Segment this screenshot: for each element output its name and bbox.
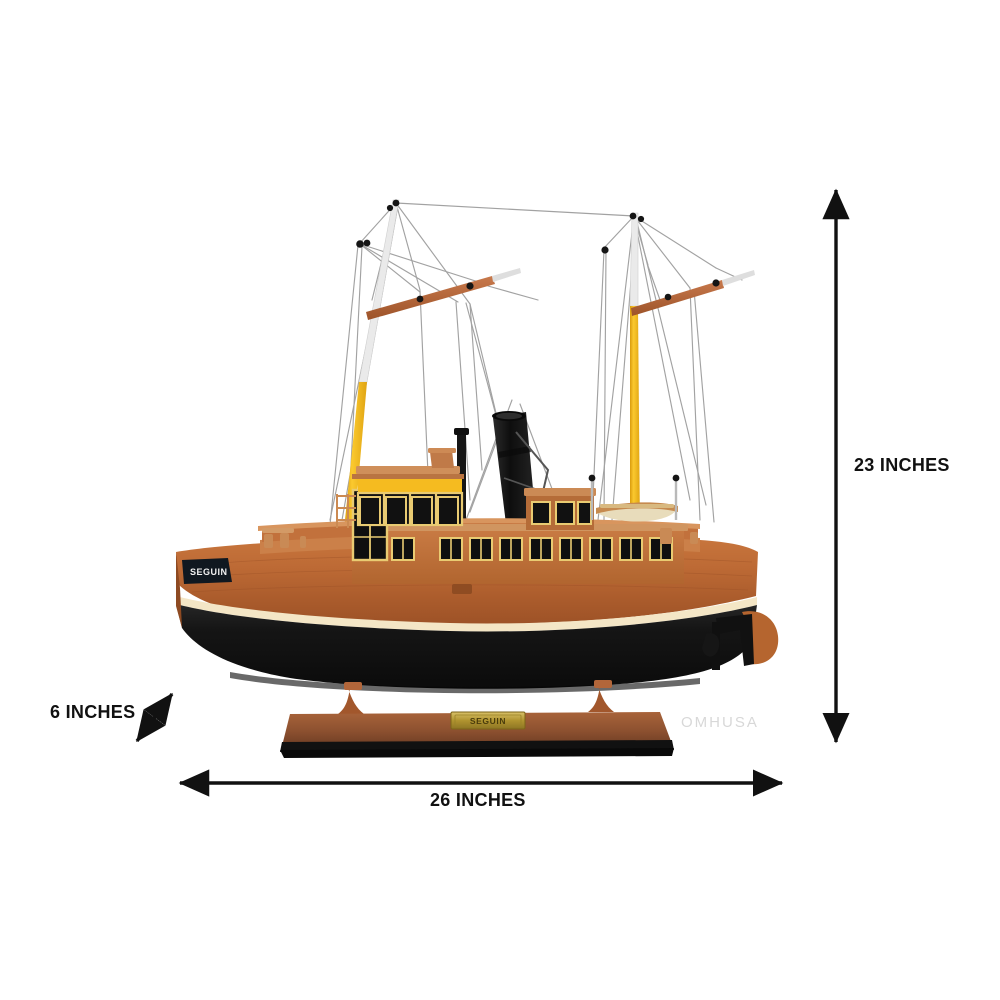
foredeck-fittings [262,528,306,548]
diagonal-dimension-arrow [135,692,174,743]
smokestack-funnel [492,411,550,524]
deckhouse-windows [361,537,673,561]
base-plaque: SEGUIN [450,711,526,730]
bow-name-plate-text: SEGUIN [190,567,228,577]
mainmast-gaff [631,270,755,316]
wheelhouse-lower-glazing [359,496,459,526]
wheelhouse [352,448,464,527]
bow-name-plate: SEGUIN [182,558,232,584]
stern-assembly [702,611,779,670]
omhusa-watermark: OMHUSA [681,714,759,731]
display-base: SEGUIN [280,680,674,758]
lifeboat [596,502,678,522]
base-plaque-text: SEGUIN [470,716,506,726]
mainmast [601,212,645,532]
depth-dimension-label: 6 INCHES [50,702,136,722]
bridge-rail [336,494,356,528]
davits [588,474,680,520]
foremast [344,199,400,530]
width-dimension-label: 26 INCHES [430,790,526,810]
height-dimension-label: 23 INCHES [854,455,950,475]
aft-deckhouse [524,488,596,530]
aft-deck-fittings [660,528,698,544]
rigging-lines [329,202,743,526]
foremast-gaff [366,268,521,320]
base-pedestals [338,680,614,714]
